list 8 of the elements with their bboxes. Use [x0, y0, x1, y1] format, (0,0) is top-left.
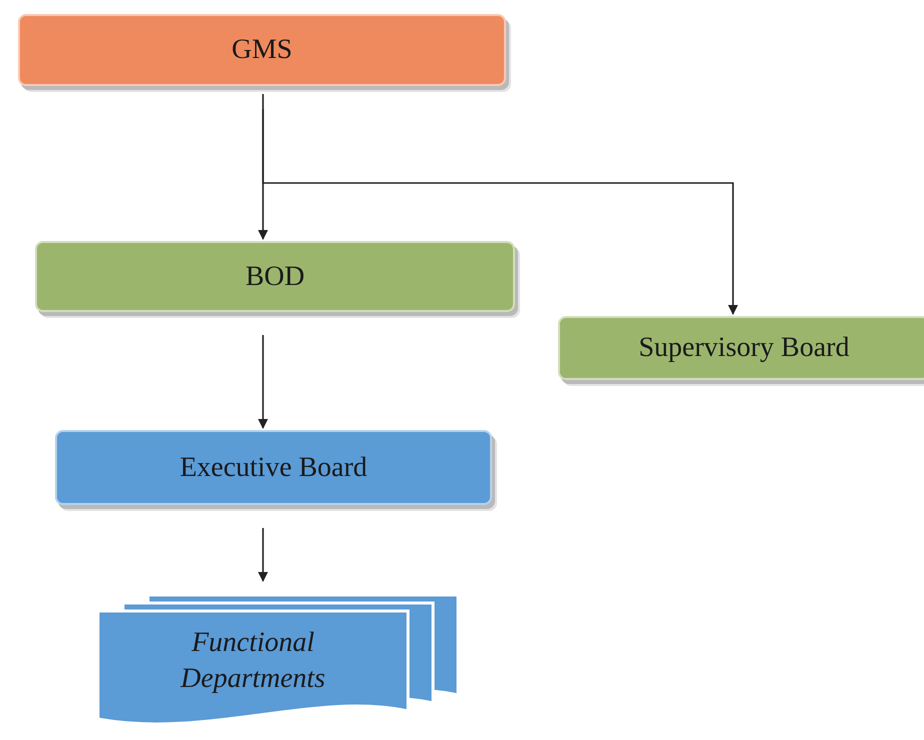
node-label: GMS: [232, 34, 292, 66]
node-label: Executive Board: [180, 452, 368, 484]
node-label: Functional Departments: [179, 626, 326, 696]
arrow: [262, 94, 738, 315]
node-label: BOD: [245, 260, 305, 292]
arrow: [258, 528, 268, 582]
node-label: Supervisory Board: [638, 332, 850, 364]
arrow: [258, 335, 268, 429]
